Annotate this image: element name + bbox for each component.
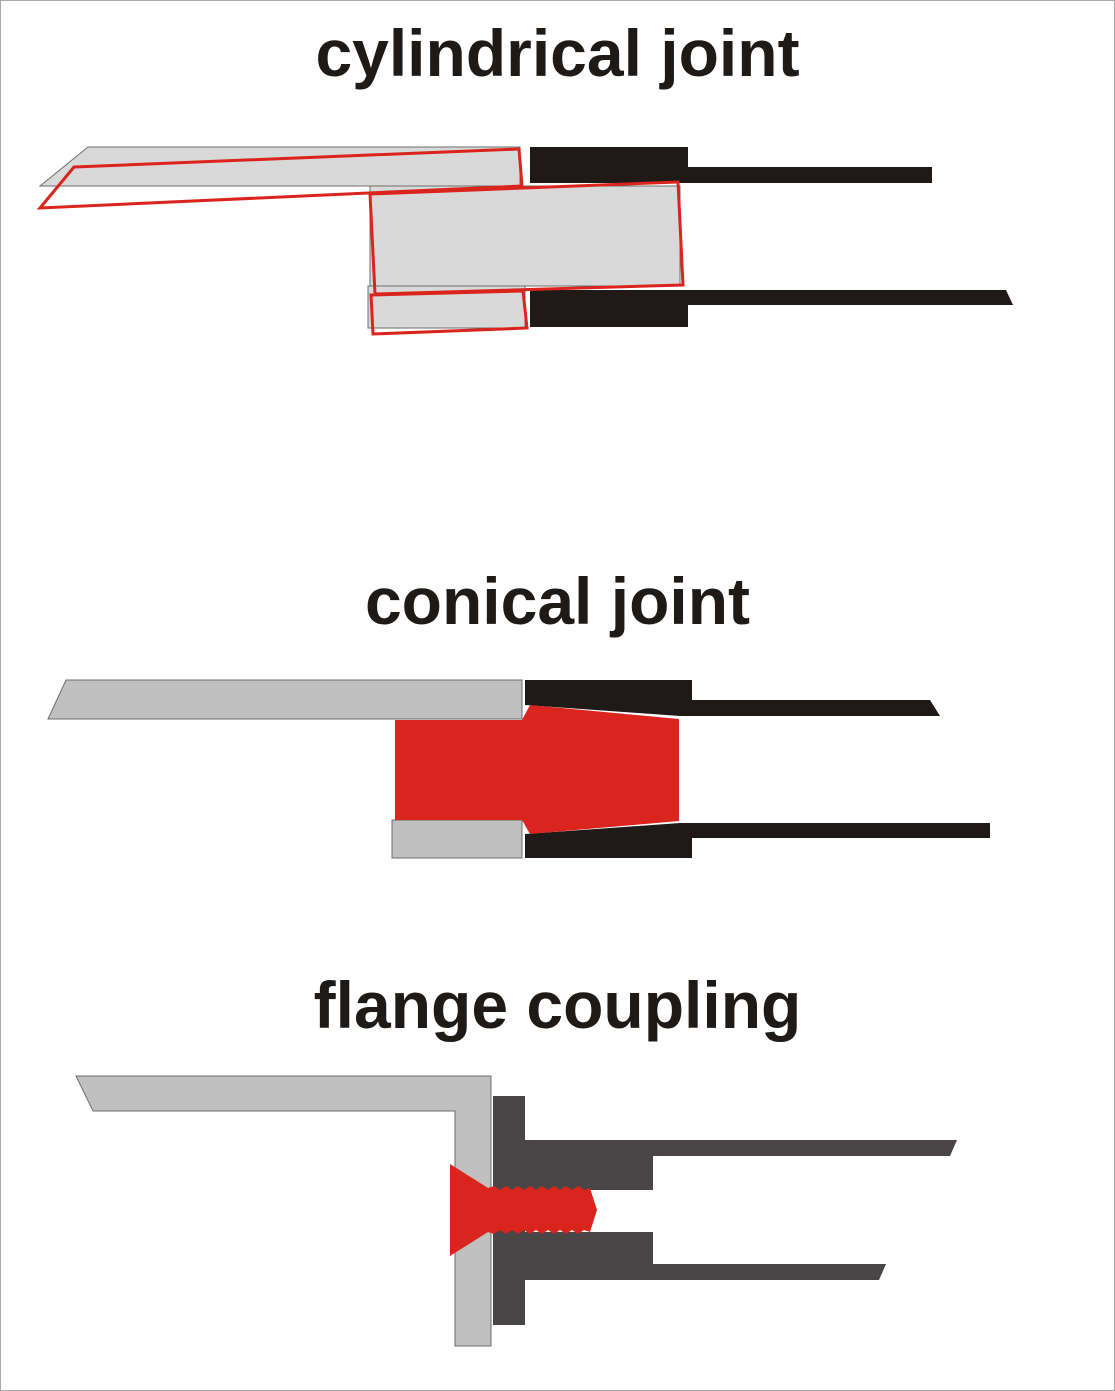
- title-cylindrical-joint: cylindrical joint: [315, 16, 800, 90]
- cyl-body-block: [369, 185, 681, 287]
- flange-l-plate: [75, 1075, 492, 1347]
- cyl-lower-tube: [688, 290, 1013, 305]
- con-lower-tube: [525, 823, 990, 838]
- cyl-red-outline-wing: [36, 147, 524, 210]
- con-lower-sleeve: [525, 838, 692, 858]
- flange-coupling-diagram: [75, 1075, 957, 1347]
- con-red-cone: [395, 705, 679, 834]
- con-upper-tube: [525, 700, 940, 716]
- cyl-upper-sleeve: [530, 147, 688, 183]
- con-upper-plate: [47, 679, 523, 720]
- flange-screw: [450, 1164, 597, 1256]
- cylindrical-joint-diagram: [36, 146, 1013, 336]
- flange-upper-hub: [525, 1140, 957, 1190]
- cyl-red-outline-block: [368, 180, 685, 296]
- flange-lower-hub: [525, 1232, 886, 1280]
- con-lower-plate: [391, 819, 523, 859]
- title-conical-joint: conical joint: [364, 564, 751, 638]
- title-flange-coupling: flange coupling: [313, 968, 802, 1042]
- con-upper-sleeve: [525, 680, 692, 700]
- cyl-upper-tube: [688, 167, 932, 183]
- cyl-lower-sleeve: [530, 290, 688, 327]
- conical-joint-diagram: [47, 679, 990, 859]
- cyl-red-outline-lower: [369, 289, 529, 336]
